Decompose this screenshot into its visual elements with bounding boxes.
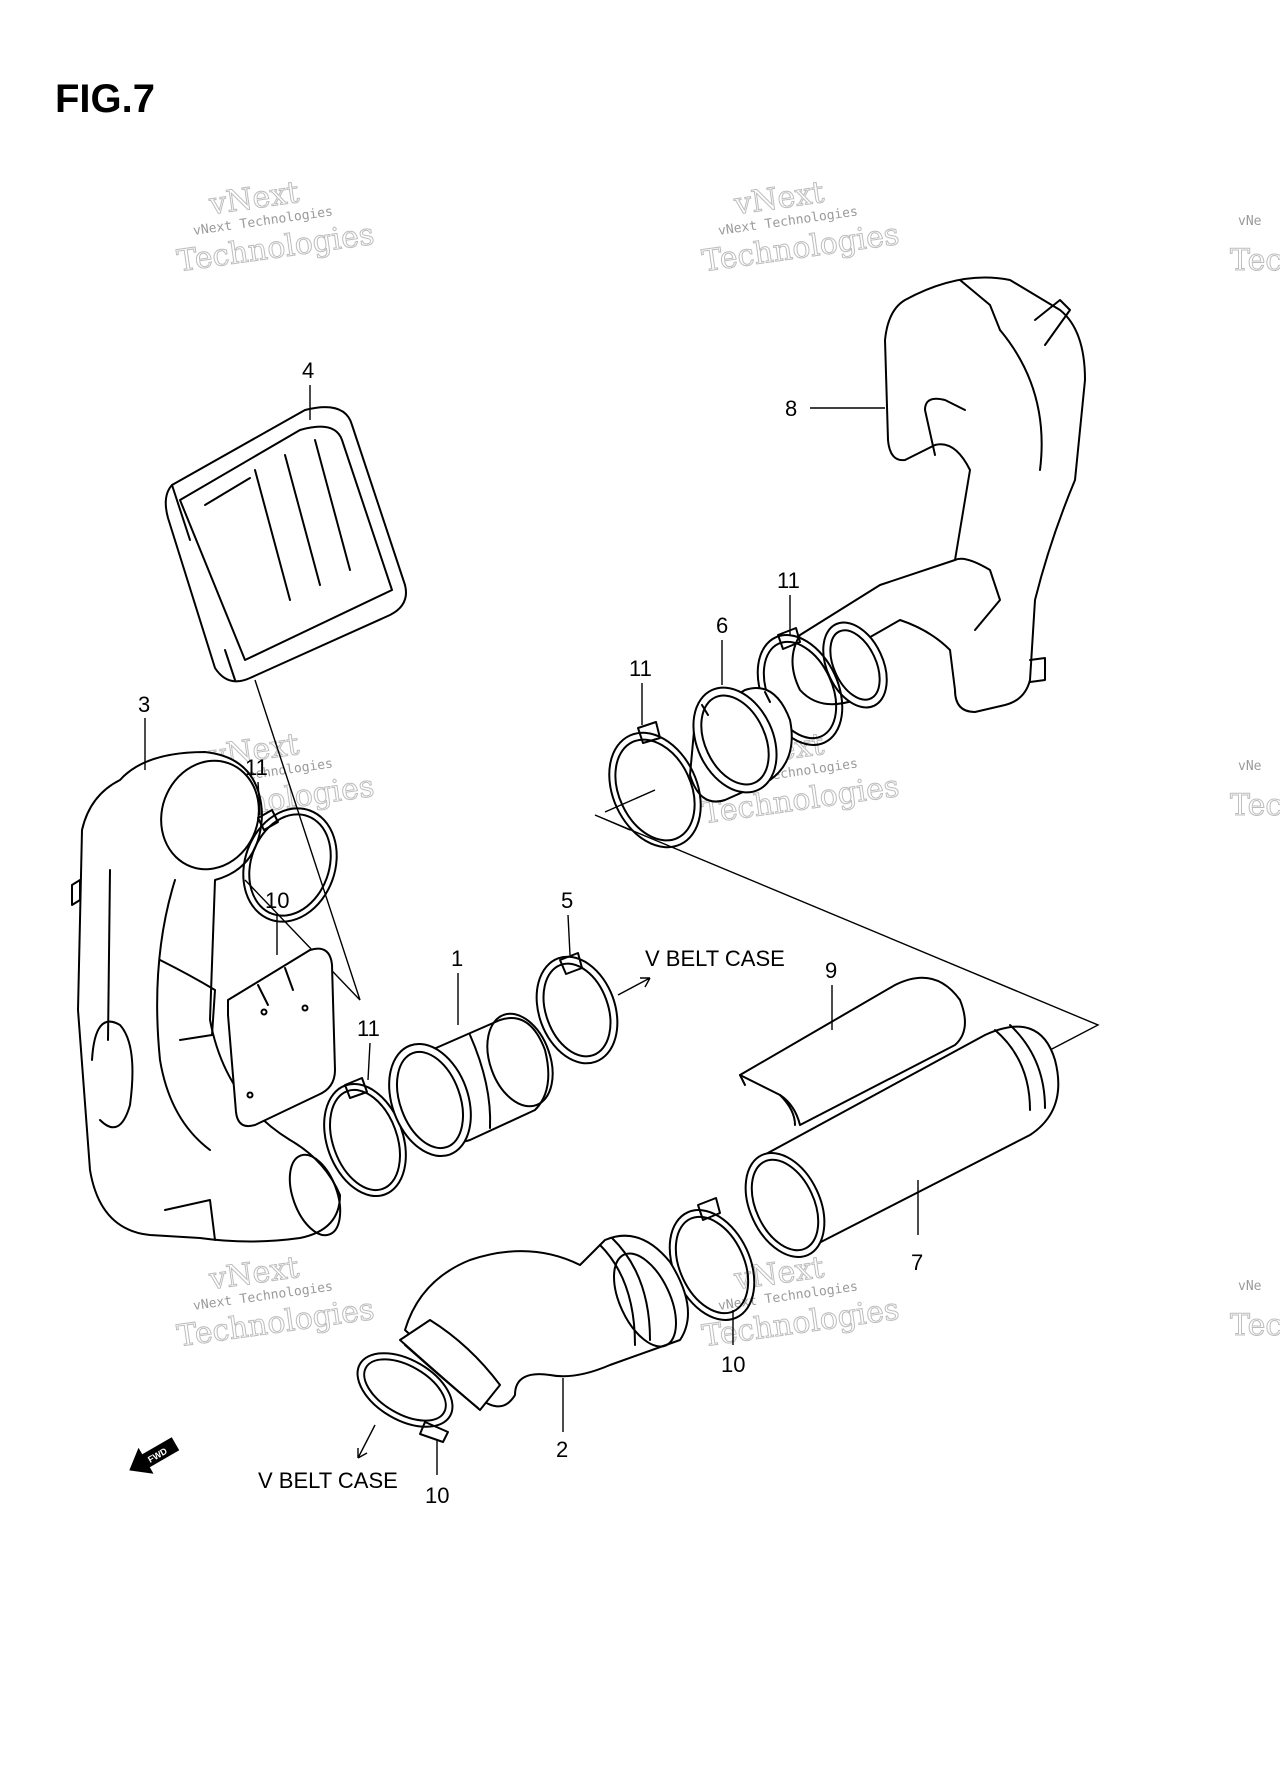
callout-6: 6 [716, 613, 728, 638]
part-8-air-duct [791, 276, 1086, 713]
part-4-airbox-cover [164, 406, 407, 683]
callout-10a: 10 [265, 888, 289, 913]
leader-11a [257, 781, 261, 816]
watermark-edge-line2: Tec [1230, 243, 1280, 278]
watermark-edge-line1: vNe [1238, 214, 1262, 229]
callout-3: 3 [138, 692, 150, 717]
watermark-edge-line2: Tec [1230, 1308, 1280, 1343]
part-6-boot [689, 686, 793, 803]
callout-10b: 10 [721, 1352, 745, 1377]
watermark-bottom-right-edge: vNe Tec [1230, 1279, 1280, 1344]
callout-10c: 10 [425, 1483, 449, 1508]
callout-11a: 11 [245, 755, 268, 780]
part-7-duct-tube [744, 1024, 1060, 1258]
callout-9: 9 [825, 958, 837, 983]
watermark-top-left: vNext vNext Technologies Technologies [174, 175, 376, 280]
part-2-bent-duct [399, 1234, 689, 1411]
part-5-clamp [535, 952, 619, 1065]
leader-11b [367, 1042, 371, 1081]
note-vbelt-upper: V BELT CASE [645, 946, 785, 971]
part-9-heat-shield [739, 976, 966, 1126]
leader-5 [567, 914, 571, 956]
assembly-line-4 [244, 679, 361, 1001]
callout-11b: 11 [357, 1016, 380, 1041]
figure-title: FIG.7 [55, 77, 155, 121]
part-10-plate-left [227, 947, 336, 1128]
assembly-line-right-2 [604, 789, 656, 813]
note-vbelt-lower: V BELT CASE [258, 1468, 398, 1493]
watermark-top-right-edge: vNe Tec [1230, 214, 1280, 279]
arrow-vbelt-lower [357, 1424, 376, 1459]
callout-5: 5 [561, 888, 573, 913]
part-10-clamp-bottom [356, 1352, 454, 1443]
callout-2: 2 [556, 1437, 568, 1462]
assembly-line-right [594, 814, 1100, 1051]
callout-4: 4 [302, 358, 314, 383]
callout-1: 1 [451, 946, 463, 971]
part-3-intake-duct [71, 751, 342, 1243]
watermark-mid-right-edge: vNe Tec [1230, 759, 1280, 824]
fwd-arrow-icon: FWD [129, 1437, 180, 1474]
watermark-top-center: vNext vNext Technologies Technologies [699, 175, 901, 280]
callout-11d: 11 [629, 656, 652, 681]
callout-7: 7 [911, 1250, 923, 1275]
watermark-edge-line1: vNe [1238, 759, 1262, 774]
arrow-vbelt-upper [617, 977, 651, 996]
part-11-clamp-left-upper [242, 807, 338, 923]
watermark-edge-line1: vNe [1238, 1279, 1262, 1294]
callout-8: 8 [785, 396, 797, 421]
watermark-edge-line2: Tec [1230, 788, 1280, 823]
callout-11c: 11 [777, 568, 800, 593]
part-1-connector [388, 1012, 554, 1158]
watermark-bottom-left: vNext vNext Technologies Technologies [174, 1250, 376, 1355]
part-11-clamp-right-lower [608, 721, 702, 849]
